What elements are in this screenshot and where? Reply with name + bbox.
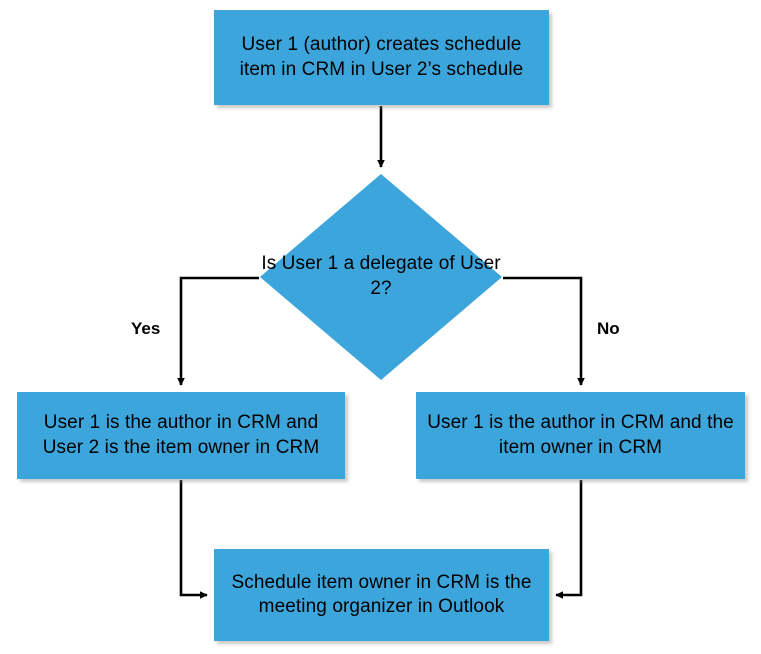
edge-label-no: No	[597, 319, 620, 338]
diamond-shape	[260, 174, 502, 380]
flowchart-node-decision-label: Is User 1 a delegate of User 2?	[261, 253, 501, 299]
connector-decision-to-yes-result	[177, 276, 259, 386]
flowchart-node-end[interactable]: Schedule item owner in CRM is the meetin…	[214, 549, 549, 641]
edge-label-yes: Yes	[131, 319, 161, 338]
connector-no-result-to-end	[555, 480, 583, 599]
flowchart-node-start[interactable]: User 1 (author) creates schedule item in…	[214, 10, 549, 105]
flowchart-node-start-label: User 1 (author) creates schedule item in…	[239, 34, 524, 80]
flowchart-node-no-result-label: User 1 is the author in CRM and the item…	[427, 412, 734, 458]
flowchart-node-no-result[interactable]: User 1 is the author in CRM and the item…	[416, 392, 745, 479]
flowchart-node-decision[interactable]: Is User 1 a delegate of User 2?	[260, 174, 502, 380]
connector-decision-to-no-result	[503, 276, 585, 386]
connector-yes-result-to-end	[179, 480, 208, 599]
flowchart-node-yes-result-label: User 1 is the author in CRM and User 2 i…	[42, 412, 320, 458]
flowchart-node-yes-result[interactable]: User 1 is the author in CRM and User 2 i…	[17, 392, 345, 479]
flowchart-node-end-label: Schedule item owner in CRM is the meetin…	[231, 571, 532, 617]
